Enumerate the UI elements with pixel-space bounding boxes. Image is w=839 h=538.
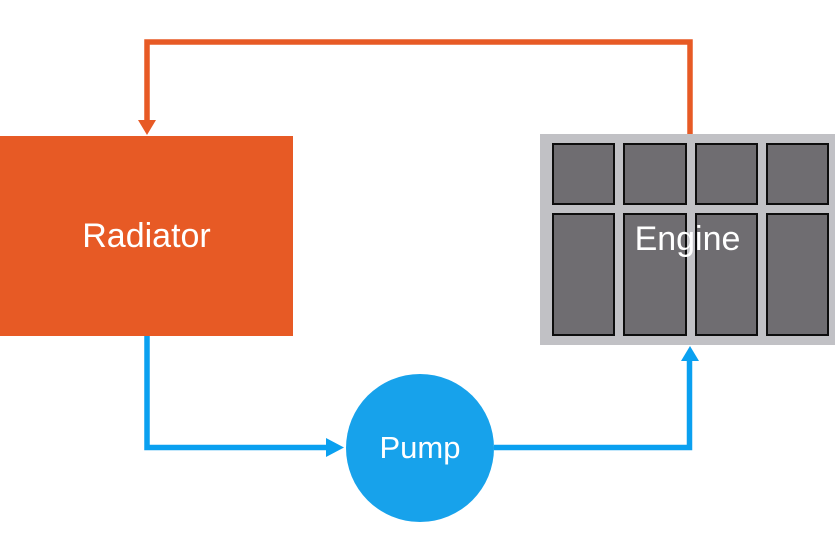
engine-node: Engine [540, 134, 835, 345]
cool-coolant-line-2 [494, 361, 693, 451]
radiator-label: Radiator [82, 216, 211, 255]
engine-cell [765, 143, 829, 205]
cool-coolant-arrowhead-up-icon [681, 346, 699, 361]
engine-cell [552, 213, 616, 336]
pump-label: Pump [379, 430, 461, 465]
radiator-node: Radiator [0, 136, 293, 336]
engine-cell [694, 143, 758, 205]
cool-coolant-arrowhead-right-icon [326, 438, 344, 457]
hot-coolant-line [144, 39, 693, 134]
engine-cell [623, 213, 687, 336]
engine-grid [540, 134, 835, 345]
pump-node: Pump [346, 374, 494, 522]
hot-coolant-pipe [138, 39, 693, 135]
engine-cell [765, 213, 829, 336]
engine-cell [623, 143, 687, 205]
cool-coolant-pipe-pump-to-engine [494, 346, 699, 451]
engine-cell [694, 213, 758, 336]
cool-coolant-line-1 [144, 336, 327, 451]
engine-cell [552, 143, 616, 205]
hot-coolant-arrowhead-icon [138, 120, 156, 135]
cool-coolant-pipe-radiator-to-pump [144, 336, 344, 457]
